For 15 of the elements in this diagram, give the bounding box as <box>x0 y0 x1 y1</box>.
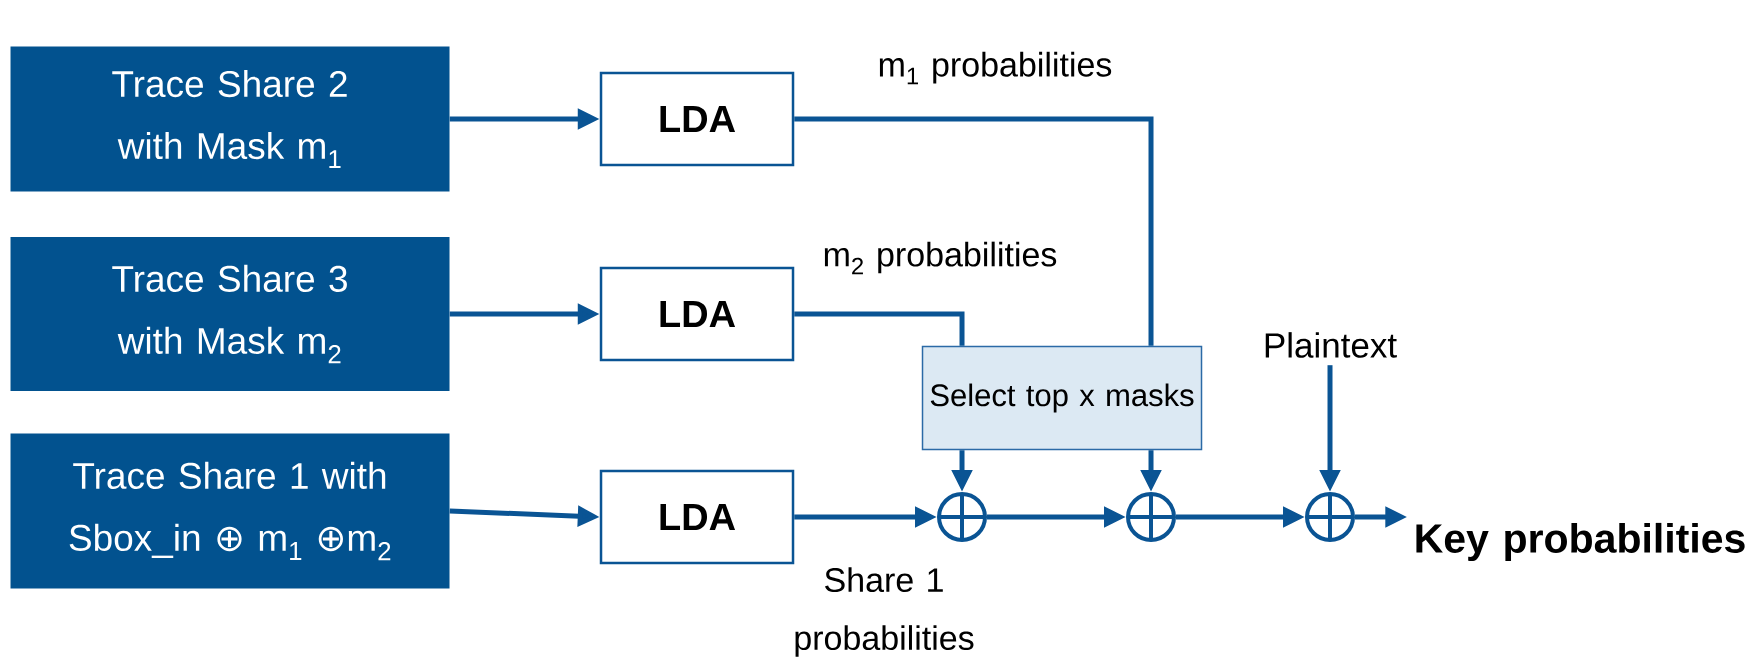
output-label: Key probabilities <box>1416 522 1745 562</box>
edge-label: Share 1 probabilities <box>795 567 974 657</box>
lda-box: LDA <box>599 469 795 565</box>
input-label: Plaintext <box>1265 332 1397 358</box>
xor-symbol <box>1126 492 1176 542</box>
select-box: Select top x masks <box>921 345 1203 451</box>
lda-box: LDA <box>599 71 795 167</box>
xor-symbol <box>937 492 987 542</box>
trace-box: Trace Share 2 with Mask m$_{1}$ <box>10 46 450 192</box>
edge-label: m$_{2}$ probabilities <box>824 241 1057 275</box>
xor-symbol <box>1305 492 1355 542</box>
trace-box: Trace Share 3 with Mask m$_{2}$ <box>10 237 450 391</box>
trace-box: Trace Share 1 with Sbox_in ⊕ m$_{1}$ ⊕m$_{2}$ <box>10 433 450 589</box>
lda-box: LDA <box>599 266 795 362</box>
edge-label: m$_{1}$ probabilities <box>879 51 1112 85</box>
